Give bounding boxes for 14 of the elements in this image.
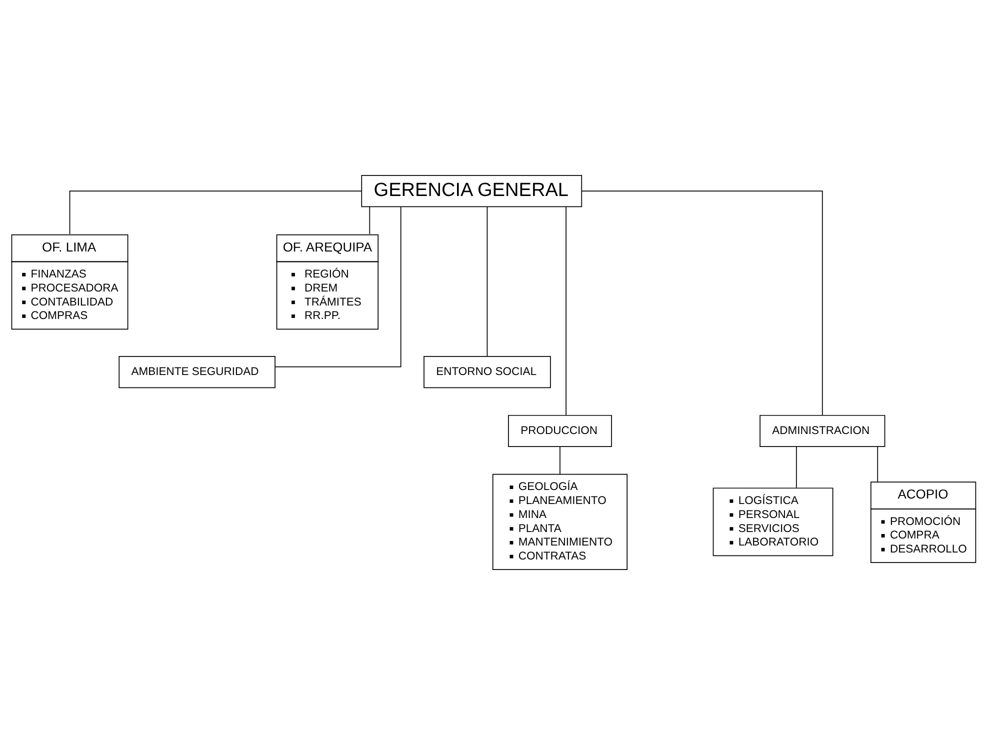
connector bbox=[796, 446, 797, 488]
node-box: ENTORNO SOCIAL bbox=[424, 356, 551, 388]
connector bbox=[877, 446, 878, 482]
connector bbox=[369, 206, 370, 234]
node-box: AMBIENTE SEGURIDAD bbox=[118, 356, 276, 388]
node-box: GERENCIA GENERAL bbox=[361, 174, 582, 207]
node-box: LOGÍSTICA PERSONAL SERVICIOS LABORATORIO bbox=[712, 487, 834, 556]
node-box: PRODUCCION bbox=[508, 414, 612, 446]
connector bbox=[274, 206, 402, 367]
node-box: ADMINISTRACION bbox=[760, 414, 886, 446]
node-box: GEOLOGÍA PLANEAMIENTO MINA PLANTA MANTENIMIENTO CONTRATAS bbox=[492, 473, 628, 570]
connector bbox=[486, 206, 488, 356]
connector bbox=[581, 190, 823, 416]
connector bbox=[69, 190, 362, 234]
